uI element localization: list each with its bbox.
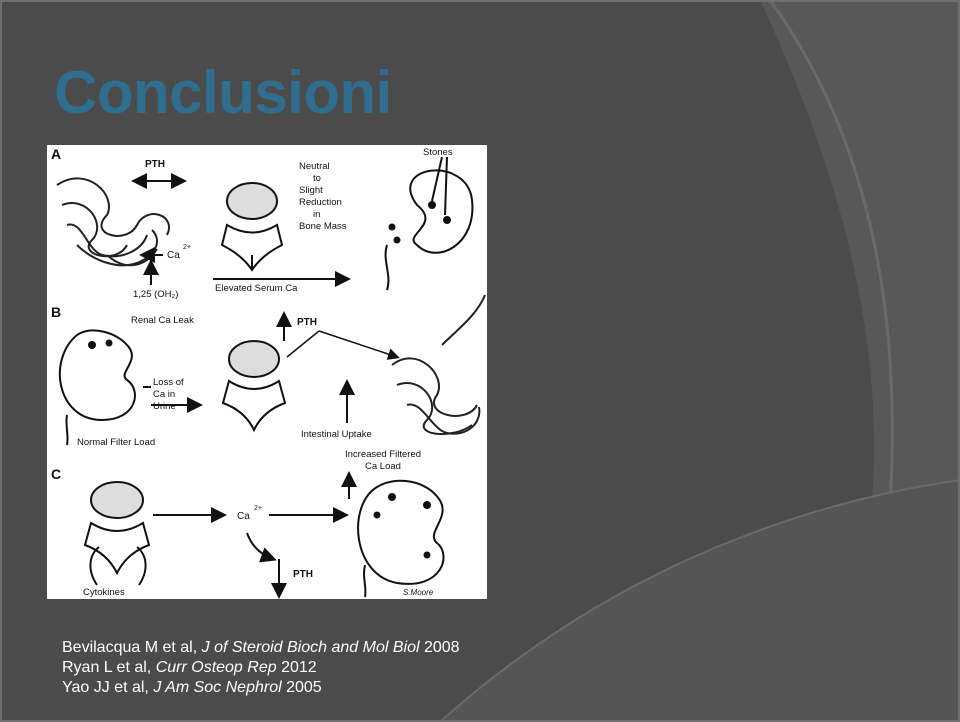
increased-load-label: Ca Load bbox=[365, 461, 401, 472]
artist-signature: S.Moore bbox=[403, 588, 434, 597]
filter-load-label: Normal Filter Load bbox=[77, 437, 155, 448]
panel-c-letter: C bbox=[51, 466, 61, 482]
serum-ca-label: Elevated Serum Ca bbox=[215, 283, 298, 294]
loss-label: Ca in bbox=[153, 389, 175, 400]
cytokines-label: Cytokines bbox=[83, 587, 125, 598]
intestine-icon bbox=[56, 177, 170, 267]
panel-a-ca: Ca bbox=[167, 250, 180, 261]
svg-text:Neutral: Neutral bbox=[299, 161, 330, 172]
svg-text:to: to bbox=[313, 173, 321, 184]
kidney-icon bbox=[357, 479, 445, 598]
intestinal-uptake-label: Intestinal Uptake bbox=[301, 429, 372, 440]
bone-mass-note: Neutral to Slight Reduction in Bone Mass bbox=[299, 161, 347, 232]
panel-c-ca-sup: 2+ bbox=[254, 505, 262, 512]
slide-title: Conclusioni bbox=[54, 59, 392, 126]
loss-label: Urine bbox=[153, 401, 176, 412]
renal-leak-label: Renal Ca Leak bbox=[131, 315, 194, 326]
panel-a-pth: PTH bbox=[145, 159, 165, 170]
intestine-icon bbox=[391, 294, 486, 436]
references: Bevilacqua M et al, J of Steroid Bioch a… bbox=[62, 638, 460, 698]
kidney-icon bbox=[384, 156, 474, 291]
svg-text:Reduction: Reduction bbox=[299, 197, 342, 208]
loss-label: Loss of bbox=[153, 377, 184, 388]
reference-item: Ryan L et al, Curr Osteop Rep 2012 bbox=[62, 659, 317, 676]
calcium-pathway-figure: A PTH Neutral to bbox=[47, 145, 487, 599]
panel-a-ca-sup: 2+ bbox=[183, 244, 191, 251]
panel-c-ca: Ca bbox=[237, 511, 250, 522]
panel-b-letter: B bbox=[51, 304, 61, 320]
reference-item: Yao JJ et al, J Am Soc Nephrol 2005 bbox=[62, 679, 322, 696]
vitamin-d-label: 1,25 (OH₂) bbox=[133, 289, 178, 300]
arrow bbox=[286, 330, 320, 358]
stones-label: Stones bbox=[423, 147, 453, 158]
panel-c-pth: PTH bbox=[293, 569, 313, 580]
svg-text:in: in bbox=[313, 209, 320, 220]
panel-b-pth: PTH bbox=[297, 317, 317, 328]
increased-load-label: Increased Filtered bbox=[345, 449, 421, 460]
kidney-icon bbox=[58, 329, 136, 446]
panel-a-letter: A bbox=[51, 146, 61, 162]
arrow bbox=[318, 330, 400, 360]
vertebra-icon bbox=[83, 481, 151, 586]
svg-text:Bone Mass: Bone Mass bbox=[299, 221, 347, 232]
vertebra-icon bbox=[221, 340, 287, 433]
vertebra-icon bbox=[220, 182, 284, 272]
svg-text:Slight: Slight bbox=[299, 185, 323, 196]
arrow bbox=[246, 532, 277, 563]
reference-item: Bevilacqua M et al, J of Steroid Bioch a… bbox=[62, 639, 460, 656]
